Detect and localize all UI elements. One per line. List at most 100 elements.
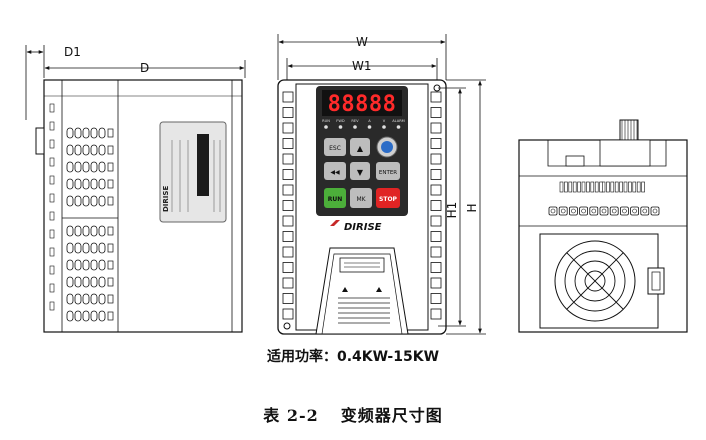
vent-slot: [74, 178, 82, 190]
front-left-ribs: [282, 91, 294, 320]
vent-slot: [66, 144, 74, 156]
enter-key-label: ENTER: [379, 170, 397, 176]
warning-icon: [342, 287, 348, 292]
housing-rib: [282, 246, 294, 258]
vent-slot: [82, 178, 90, 190]
vent-slot: [66, 195, 74, 207]
vent-slot: [66, 276, 74, 288]
housing-rib: [430, 215, 442, 227]
end-vent: [572, 181, 577, 193]
up-key[interactable]: [350, 138, 370, 156]
vent-slot: [74, 161, 82, 173]
esc-key-label: ESC: [329, 145, 341, 152]
vent-slot: [90, 161, 98, 173]
h1-label: H1: [445, 202, 459, 219]
fan-housing: [539, 233, 659, 329]
vent-slot: [98, 242, 106, 254]
d1-label: D1: [64, 45, 81, 59]
housing-rib: [282, 215, 294, 227]
shift-key[interactable]: [324, 162, 346, 180]
warning-text-lines: [338, 297, 390, 324]
vent-slot: [74, 195, 82, 207]
led-display: [322, 90, 402, 116]
power-range-value: 0.4KW-15KW: [336, 349, 440, 365]
indicator-led: [338, 125, 343, 129]
housing-rib: [430, 169, 442, 180]
vent-tab: [107, 162, 114, 172]
vent-slot: [98, 259, 106, 271]
end-terminal-row: [548, 206, 660, 216]
vent-slot: [90, 127, 98, 139]
end-vent: [586, 181, 590, 193]
vent-slot: [90, 276, 98, 288]
end-view: [518, 119, 688, 333]
housing-rib: [430, 277, 442, 289]
vent-slot: [74, 276, 82, 288]
brand-logo-text: DIRISE: [344, 222, 382, 233]
vent-slot: [82, 276, 90, 288]
edge-slot: [49, 265, 55, 275]
vent-slot: [98, 144, 106, 156]
vent-tab: [107, 294, 114, 304]
vent-slot: [74, 127, 82, 139]
housing-rib: [282, 91, 294, 103]
indicator-label: V: [383, 119, 386, 123]
up-arrow-icon: ▲: [357, 144, 364, 153]
end-vent: [641, 181, 645, 193]
vent-slot: [66, 161, 74, 173]
vent-slot: [90, 195, 98, 207]
housing-rib: [430, 138, 442, 149]
esc-key[interactable]: [324, 138, 346, 156]
vent-slot: [90, 178, 98, 190]
run-key[interactable]: [324, 188, 346, 208]
side-vent-upper: [66, 127, 114, 207]
down-key[interactable]: [350, 162, 370, 180]
vent-slot: [82, 242, 90, 254]
fan-guard-outer: [554, 240, 636, 322]
end-vent: [581, 181, 586, 193]
end-vent: [606, 181, 610, 193]
end-vent: [628, 181, 632, 193]
edge-slot: [49, 175, 55, 185]
housing-rib: [430, 91, 442, 103]
vent-slot: [82, 127, 90, 139]
stop-key[interactable]: [376, 188, 400, 208]
end-vent: [577, 181, 581, 193]
vent-tab: [107, 128, 114, 138]
w-label: W: [356, 35, 368, 49]
terminal-screw: [630, 206, 639, 216]
indicator-led: [353, 125, 357, 129]
indicator-label: A: [368, 119, 371, 123]
vent-slot: [74, 144, 82, 156]
housing-rib: [282, 277, 294, 289]
edge-slot: [49, 247, 55, 257]
terminal-screw: [620, 206, 629, 216]
enter-key[interactable]: [376, 162, 400, 180]
end-vent: [636, 181, 641, 193]
vent-tab: [107, 226, 114, 236]
cover-label-plate: [339, 257, 385, 273]
end-vent: [632, 181, 637, 193]
edge-slot: [49, 283, 55, 293]
vent-slot: [74, 310, 82, 322]
vent-slot: [90, 144, 98, 156]
mk-key[interactable]: [350, 188, 372, 208]
terminal-screw: [589, 206, 599, 216]
housing-rib: [430, 308, 442, 320]
end-vent: [614, 181, 619, 193]
vent-slot: [74, 259, 82, 271]
vent-slot: [66, 293, 74, 305]
end-vent: [594, 181, 599, 193]
terminal-screw: [558, 206, 568, 216]
side-vent-lower: [66, 225, 114, 322]
vent-slot: [82, 225, 90, 237]
vent-slot: [66, 259, 74, 271]
vent-tab: [107, 311, 114, 321]
indicator-led: [382, 125, 386, 129]
vent-slot: [74, 293, 82, 305]
housing-rib: [282, 184, 294, 196]
edge-slot: [49, 139, 55, 149]
fan-hub: [584, 270, 606, 292]
